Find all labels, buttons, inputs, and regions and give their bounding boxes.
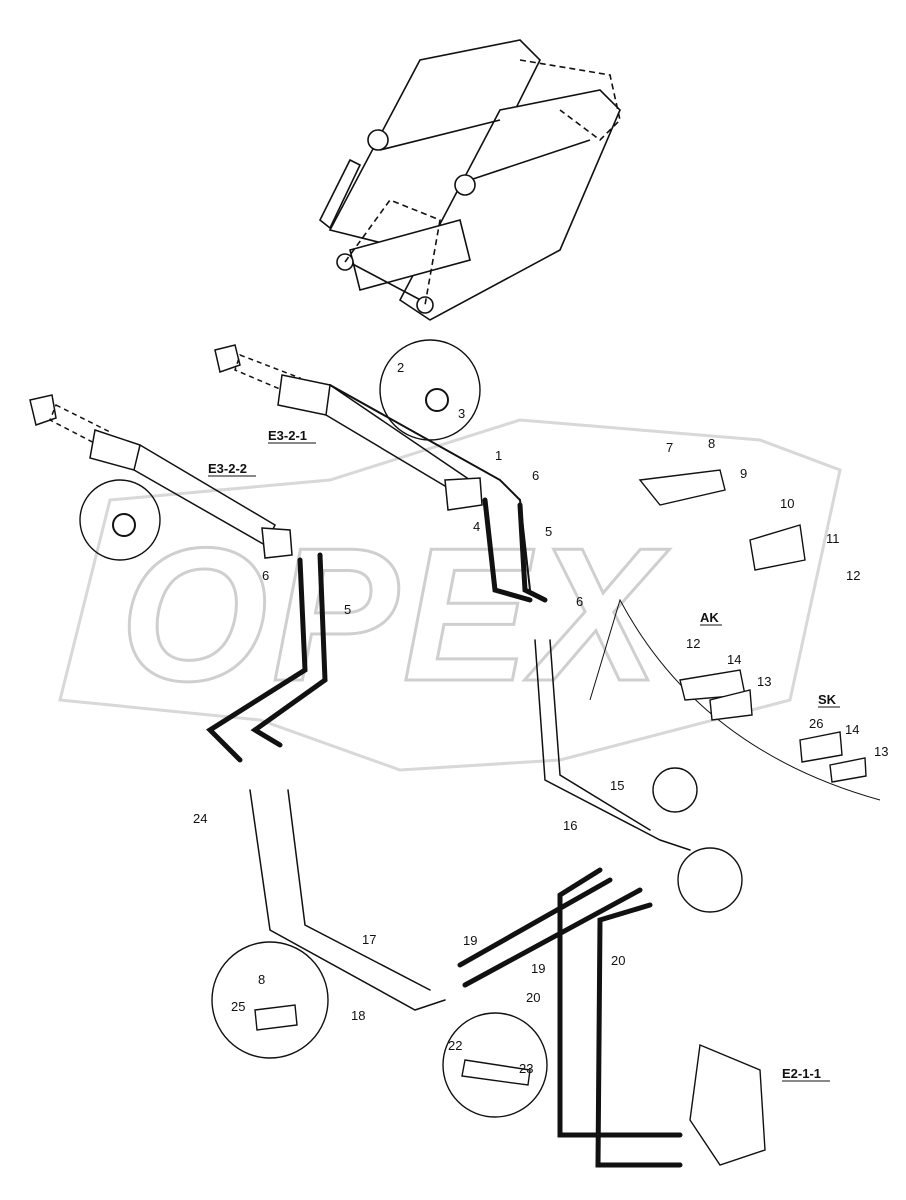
callout-14a: 14 [727, 652, 741, 667]
loader-frame-drawing [318, 39, 621, 321]
detail-views [79, 339, 881, 1118]
callout-12b: 12 [686, 636, 700, 651]
callout-16: 16 [563, 818, 577, 833]
callout-5a: 5 [545, 524, 552, 539]
callout-20b: 20 [526, 990, 540, 1005]
callout-13a: 13 [757, 674, 771, 689]
callout-22: 22 [448, 1038, 462, 1053]
callout-6c: 6 [576, 594, 583, 609]
hoses [206, 384, 691, 1168]
callout-8a: 8 [708, 436, 715, 451]
callout-1: 1 [495, 448, 502, 463]
callout-17: 17 [362, 932, 376, 947]
lift-cylinders [29, 344, 483, 559]
callout-labels: 1 2 3 4 5 5 6 6 6 7 8 8 9 10 11 12 12 13… [193, 360, 888, 1081]
variant-sk: SK [818, 692, 837, 707]
brackets [254, 469, 867, 1166]
callout-6a: 6 [532, 468, 539, 483]
variant-ak: AK [700, 610, 719, 625]
callout-12a: 12 [846, 568, 860, 583]
callout-11: 11 [826, 531, 840, 546]
callout-24: 24 [193, 811, 207, 826]
callout-20a: 20 [611, 953, 625, 968]
callout-10: 10 [780, 496, 794, 511]
reference-underlines [208, 442, 840, 1082]
ref-e3-2-1: E3-2-1 [268, 428, 307, 443]
callout-14b: 14 [845, 722, 859, 737]
callout-4: 4 [473, 519, 480, 534]
ref-e2-1-1: E2-1-1 [782, 1066, 821, 1081]
callout-25: 25 [231, 999, 245, 1014]
callout-19b: 19 [531, 961, 545, 976]
callout-7: 7 [666, 440, 673, 455]
callout-19a: 19 [463, 933, 477, 948]
callout-3: 3 [458, 406, 465, 421]
callout-23: 23 [519, 1061, 533, 1076]
callout-6b: 6 [262, 568, 269, 583]
opex-watermark: OPEX [58, 418, 842, 772]
callout-9: 9 [740, 466, 747, 481]
callout-15: 15 [610, 778, 624, 793]
callout-13b: 13 [874, 744, 888, 759]
callout-8b: 8 [258, 972, 265, 987]
ref-e3-2-2: E3-2-2 [208, 461, 247, 476]
callout-2: 2 [397, 360, 404, 375]
watermark-text: OPEX [120, 509, 670, 721]
callout-18: 18 [351, 1008, 365, 1023]
callout-5b: 5 [344, 602, 351, 617]
callout-26: 26 [809, 716, 823, 731]
